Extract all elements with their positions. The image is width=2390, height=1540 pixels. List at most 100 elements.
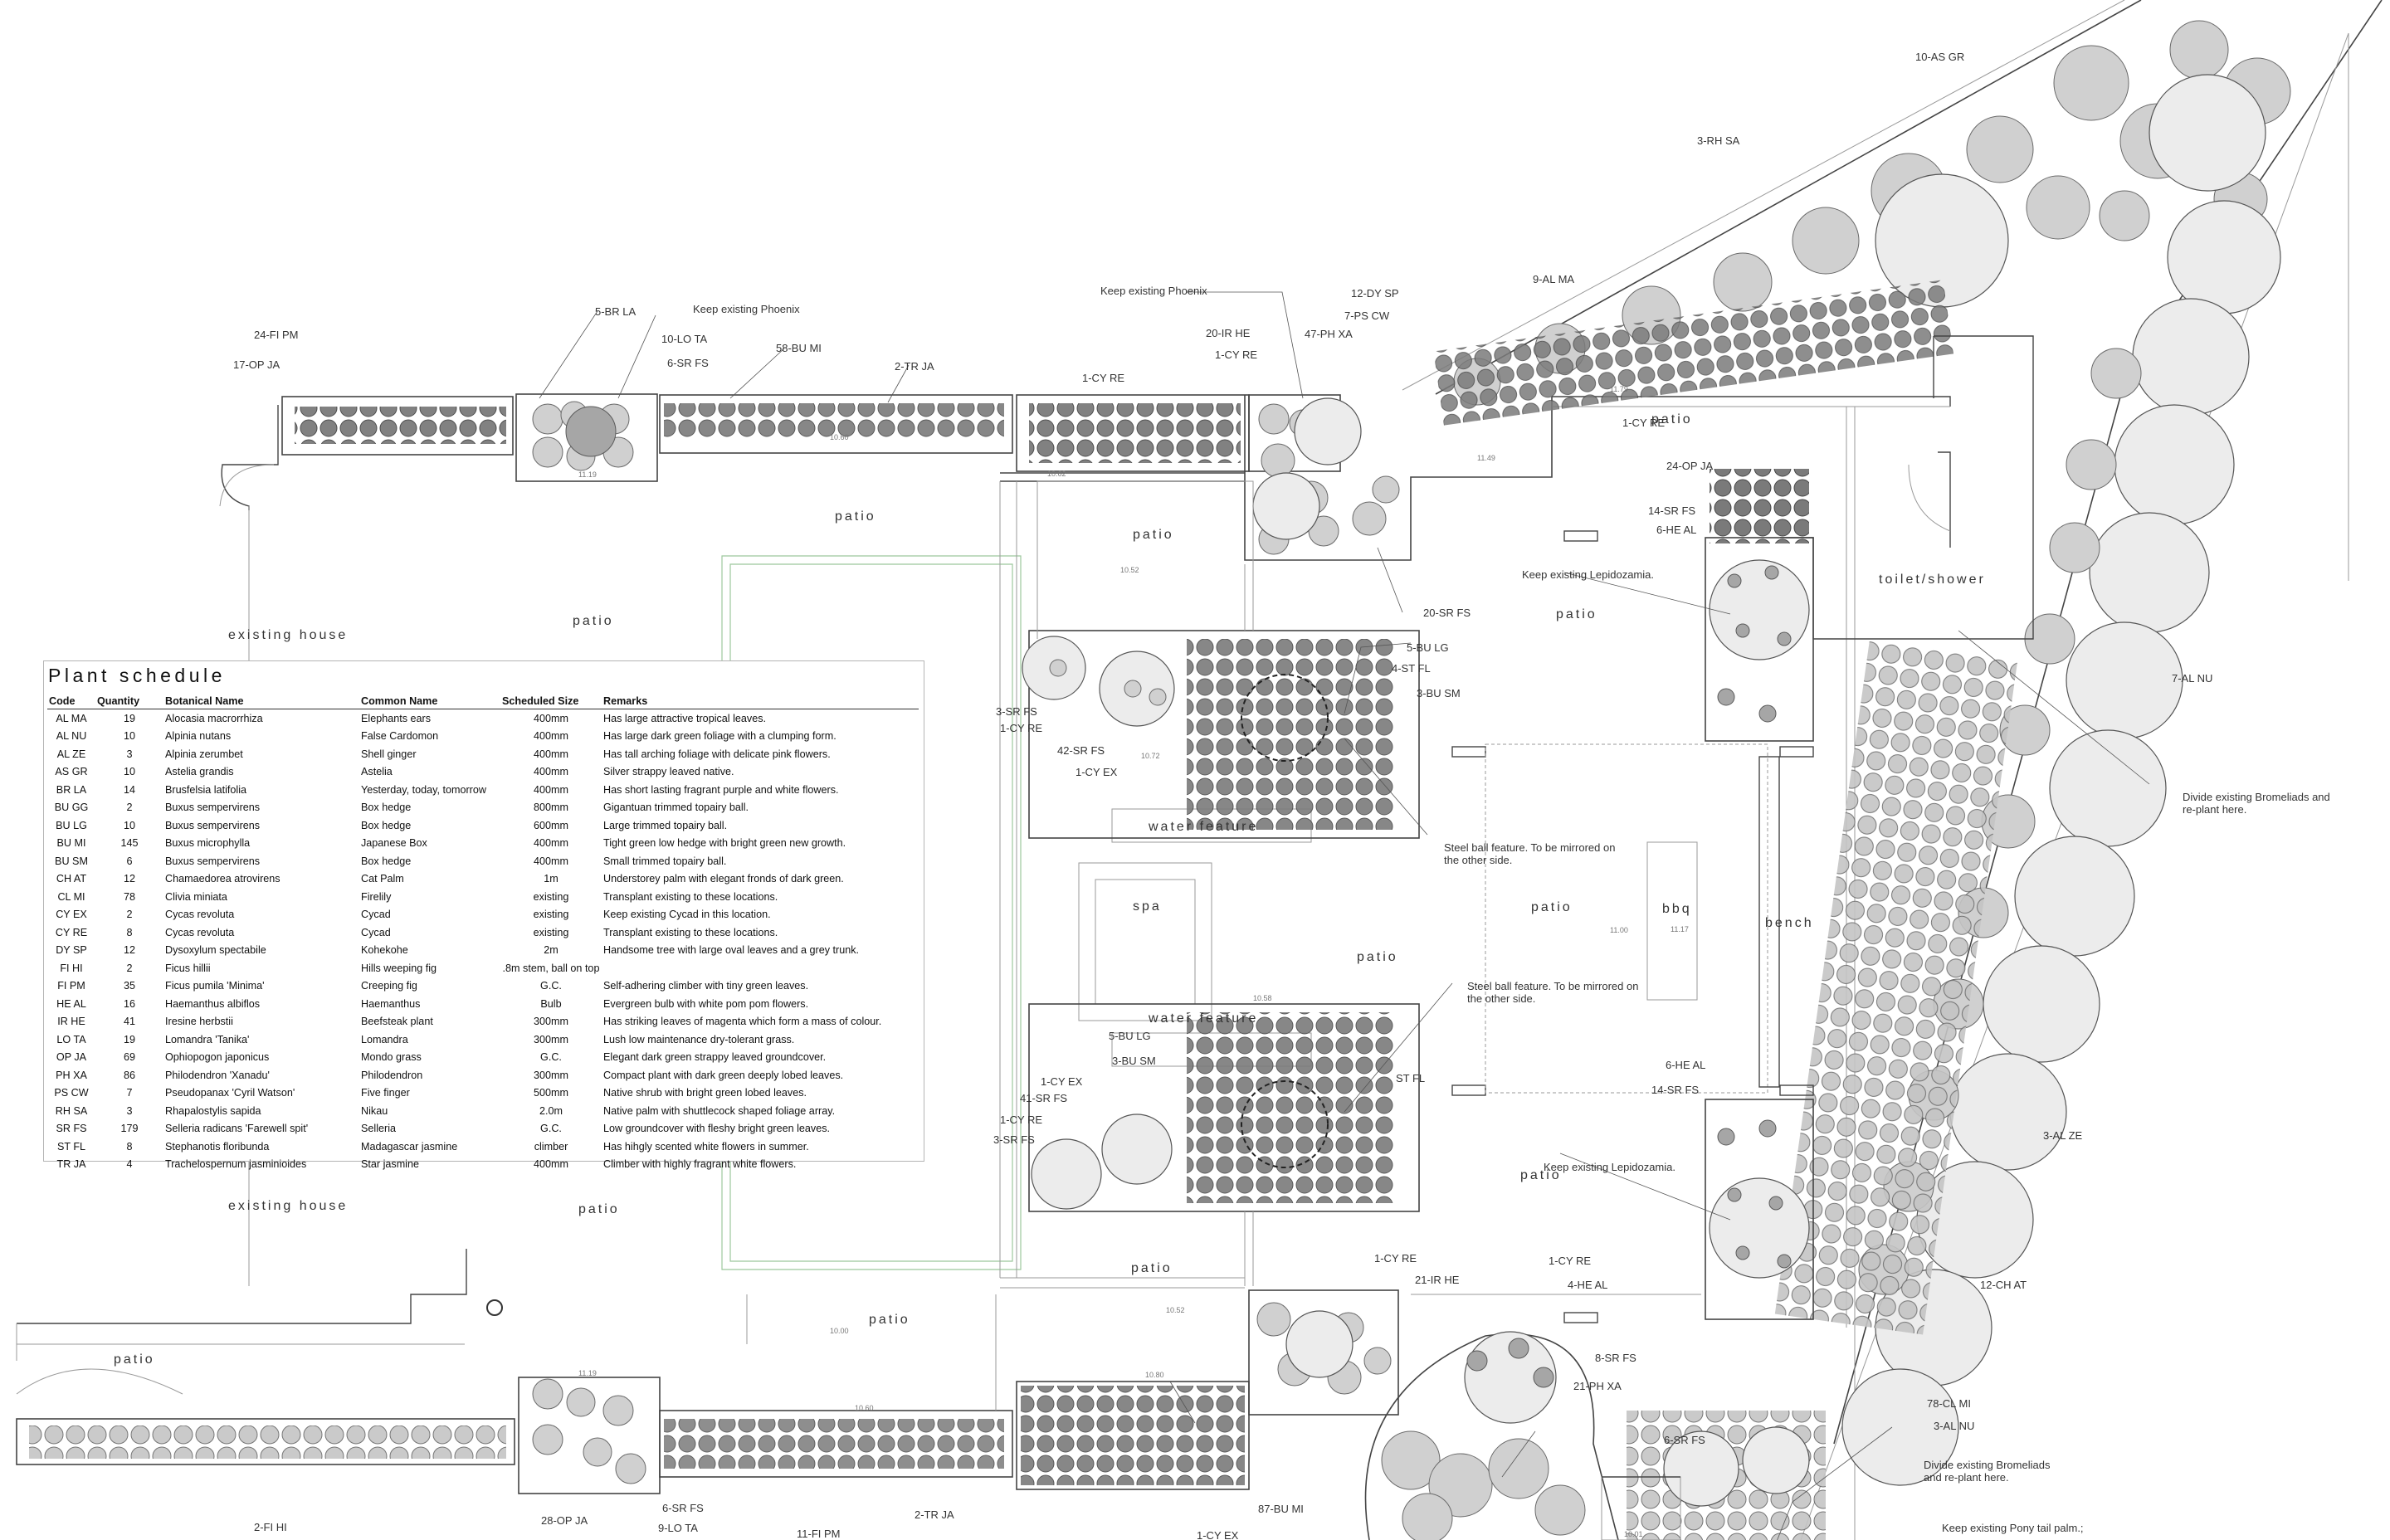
level-marker: 10.72 (1141, 752, 1160, 760)
plant-callout: 1-CY RE (1082, 372, 1124, 384)
cell-remarks: Has hihgly scented white flowers in summ… (603, 1140, 809, 1153)
cell-scheduled-size: existing (533, 909, 569, 921)
area-label: patio (1531, 900, 1573, 914)
plant-callout: 58-BU MI (776, 342, 822, 354)
area-label: patio (1520, 1168, 1562, 1182)
cell-scheduled-size: Bulb (540, 997, 562, 1010)
area-label: water feature (1148, 1011, 1258, 1026)
cell-quantity: 19 (123, 1033, 135, 1045)
plant-callout: 10-LO TA (661, 333, 707, 345)
cell-code: FI HI (60, 962, 83, 974)
cell-quantity: 8 (126, 1140, 133, 1153)
cell-quantity: 41 (123, 1016, 135, 1028)
cell-code: PH XA (56, 1069, 87, 1081)
plant-callout: 28-OP JA (541, 1514, 588, 1527)
plant-callout: 4-HE AL (1568, 1279, 1607, 1291)
cell-quantity: 10 (123, 730, 135, 743)
cell-quantity: 10 (123, 819, 135, 831)
plant-callout: 3-AL NU (1934, 1420, 1974, 1432)
cell-code: SR FS (56, 1123, 87, 1135)
plant-callout: 1-CY RE (1215, 348, 1257, 361)
plant-callout: 3-RH SA (1697, 134, 1740, 147)
plant-callout: 5-BU LG (1109, 1030, 1151, 1042)
cell-code: LO TA (56, 1033, 86, 1045)
right-planters (1451, 469, 1814, 1323)
plant-callout: 1-CY RE (1000, 1114, 1042, 1126)
cell-common-name: Beefsteak plant (361, 1016, 433, 1028)
cell-code: TR JA (56, 1158, 86, 1171)
cell-code: AL NU (56, 730, 87, 743)
cell-remarks: Tight green low hedge with bright green … (603, 837, 846, 850)
plant-callout: 3-SR FS (993, 1133, 1035, 1146)
plant-schedule-table: Code Quantity Botanical Name Common Name… (47, 693, 919, 1173)
plant-schedule-header-row: Code Quantity Botanical Name Common Name… (47, 693, 919, 709)
cell-remarks: Gigantuan trimmed topairy ball. (603, 802, 749, 814)
cell-scheduled-size: 2.0m (539, 1104, 563, 1117)
level-marker: 10.80 (1145, 1371, 1164, 1379)
cell-botanical-name: Alpinia zerumbet (165, 748, 243, 760)
plant-callout: the other side. (1467, 992, 1535, 1005)
patio-edges (16, 481, 1701, 1411)
diagonal-planting-bed (1402, 0, 2383, 1540)
cell-quantity: 8 (126, 926, 133, 938)
cell-botanical-name: Selleria radicans 'Farewell spit' (165, 1123, 309, 1135)
plant-callout: 14-SR FS (1648, 504, 1695, 517)
plant-callout: 7-AL NU (2172, 672, 2212, 685)
area-label: patio (1133, 528, 1174, 542)
plant-callout: 6-SR FS (667, 357, 709, 369)
cell-remarks: Elegant dark green strappy leaved ground… (603, 1051, 827, 1064)
cell-common-name: False Cardomon (361, 730, 439, 743)
area-label: spa (1133, 899, 1162, 914)
plant-callout: 4-ST FL (1392, 662, 1431, 675)
area-label: patio (1131, 1261, 1173, 1275)
cell-remarks: Has tall arching foliage with delicate p… (603, 748, 831, 760)
cell-quantity: 12 (123, 873, 135, 885)
plant-callout: 5-BU LG (1407, 641, 1449, 654)
cell-common-name: Cycad (361, 926, 391, 938)
cell-scheduled-size: existing (533, 890, 569, 903)
cell-common-name: Astelia (361, 766, 393, 778)
plant-callout: 2-TR JA (915, 1508, 954, 1521)
level-marker: 11.00 (1610, 926, 1628, 934)
plant-callout: 8-SR FS (1595, 1352, 1636, 1364)
level-marker: 10.58 (1253, 994, 1272, 1002)
cell-quantity: 2 (126, 802, 133, 814)
cell-botanical-name: Buxus sempervirens (165, 855, 261, 867)
area-label: existing house (228, 1199, 348, 1213)
cell-scheduled-size: 400mm (534, 855, 568, 867)
cell-common-name: Star jasmine (361, 1158, 419, 1171)
column-header: Remarks (602, 693, 919, 709)
cell-common-name: Kohekohe (361, 944, 408, 957)
column-header: Scheduled Size (500, 693, 602, 709)
cell-remarks: Understorey palm with elegant fronds of … (603, 873, 844, 885)
plant-callout: Keep existing Lepidozamia. (1544, 1161, 1675, 1173)
plant-callouts: 10-AS GR 3-RH SA 9-AL MA 12-DY SP 7-PS C… (233, 51, 2330, 1540)
plant-schedule-panel: Plant schedule Code Quantity Botanical N… (43, 660, 924, 1170)
cell-remarks: Native palm with shuttlecock shaped foli… (603, 1104, 836, 1117)
plant-callout: 3-SR FS (996, 705, 1037, 718)
cell-remarks (602, 959, 919, 977)
area-label: patio (1357, 950, 1398, 964)
cell-code: PS CW (54, 1087, 89, 1099)
cell-common-name: Selleria (361, 1123, 396, 1135)
toilet-shower-building (1780, 335, 2034, 640)
plant-callout: 21-PH XA (1573, 1380, 1622, 1392)
column-header: Code (47, 693, 95, 709)
cell-quantity: 2 (126, 962, 133, 974)
cell-remarks: Silver strappy leaved native. (603, 766, 734, 778)
cell-botanical-name: Haemanthus albiflos (165, 997, 261, 1010)
plant-callout: and re-plant here. (1924, 1471, 2009, 1484)
level-marker: 10.60 (855, 1404, 874, 1412)
cell-scheduled-size: G.C. (540, 1123, 562, 1135)
cell-common-name: Box hedge (361, 855, 412, 867)
